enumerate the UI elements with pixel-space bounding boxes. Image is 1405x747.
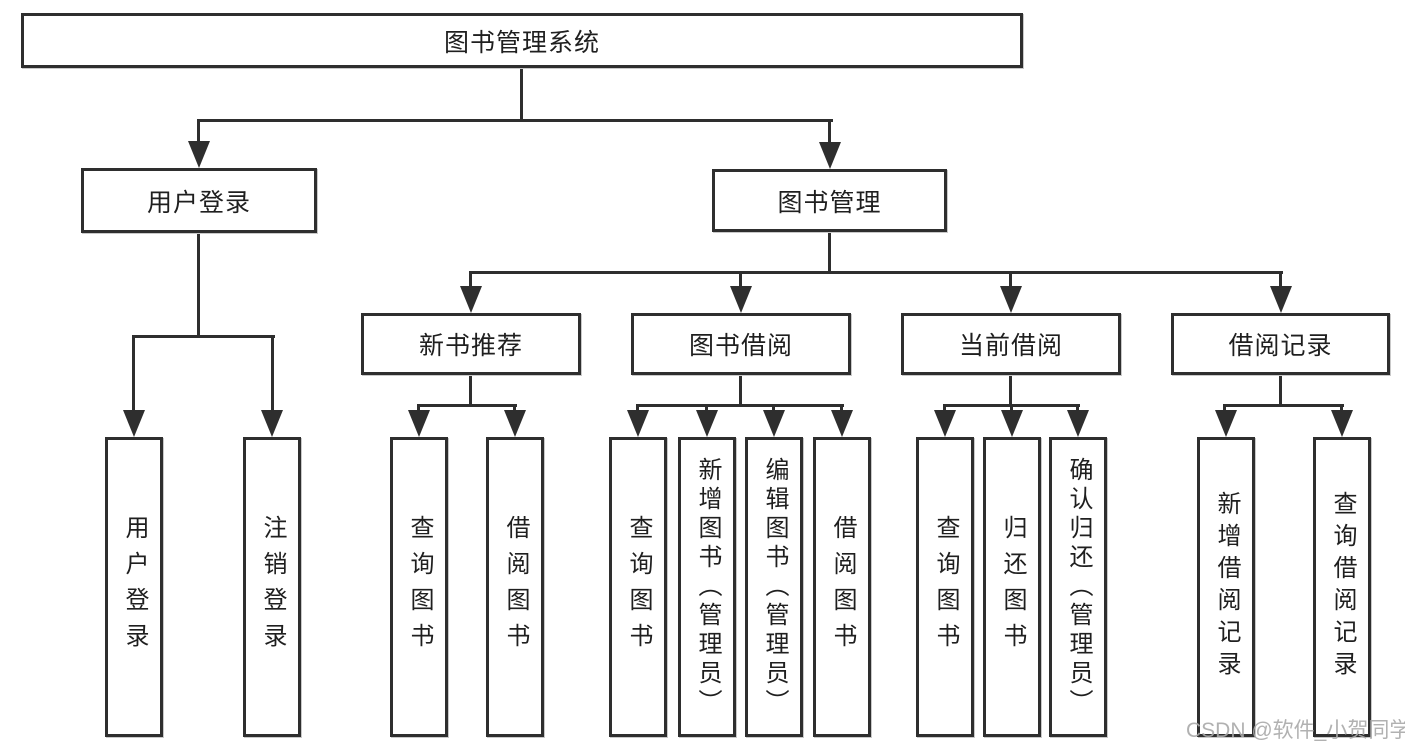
arrow-down-icon: [188, 141, 210, 168]
node-borrow-records-label: 借阅记录: [1228, 332, 1333, 360]
leaf-add-borrow-record: 新增借阅记录: [1197, 437, 1255, 737]
leaf-label: 查询借阅记录: [1329, 491, 1356, 683]
leaf-add-book-admin: 新增图书（管理员）: [678, 437, 736, 737]
leaf-label: 借阅图书: [502, 515, 529, 659]
connector-g4-drop: [943, 404, 946, 413]
arrow-down-icon: [408, 410, 430, 437]
leaf-label: 查询图书: [932, 515, 959, 659]
arrow-down-icon: [1270, 286, 1292, 313]
node-borrow-records: 借阅记录: [1171, 313, 1390, 375]
node-book-management: 图书管理: [712, 169, 947, 232]
arrow-down-icon: [460, 286, 482, 313]
arrow-down-icon: [504, 410, 526, 437]
arrow-down-icon: [763, 410, 785, 437]
connector-g1-hline: [132, 335, 275, 338]
leaf-label: 新增借阅记录: [1213, 491, 1240, 683]
node-current-borrow: 当前借阅: [901, 313, 1121, 375]
leaf-label: 查询图书: [625, 515, 652, 659]
connector-l3-drop: [1279, 271, 1282, 288]
leaf-query-books: 查询图书: [916, 437, 974, 737]
connector-g5-drop: [1340, 404, 1343, 413]
connector-g4-drop: [1076, 404, 1079, 413]
connector-g3-drop: [636, 404, 639, 413]
arrow-down-icon: [1331, 410, 1353, 437]
connector-g3-hline: [636, 404, 844, 407]
connector-g4-drop: [1010, 404, 1013, 413]
arrow-down-icon: [1001, 410, 1023, 437]
node-new-book-recommend-label: 新书推荐: [418, 332, 523, 360]
node-book-borrow: 图书借阅: [631, 313, 851, 375]
csdn-watermark: CSDN @软件_小贺同学: [1186, 719, 1405, 742]
connector-g2-hline: [417, 404, 517, 407]
node-new-book-recommend: 新书推荐: [361, 313, 581, 375]
connector-bookmgmt-drop: [828, 119, 831, 146]
connector-bookmgmt-stem: [828, 232, 831, 274]
connector-l3-drop: [1009, 271, 1012, 288]
connector-l3-drop: [469, 271, 472, 288]
leaf-logout: 注销登录: [243, 437, 301, 737]
node-book-borrow-label: 图书借阅: [688, 332, 793, 360]
node-book-management-label: 图书管理: [777, 188, 882, 217]
arrow-down-icon: [627, 410, 649, 437]
leaf-edit-book-admin: 编辑图书（管理员）: [745, 437, 803, 737]
node-root: 图书管理系统: [21, 13, 1023, 68]
connector-g3-drop: [772, 404, 775, 413]
connector-g2-drop: [513, 404, 516, 413]
connector-userlogin-stem: [197, 233, 200, 337]
arrow-down-icon: [831, 410, 853, 437]
arrow-down-icon: [934, 410, 956, 437]
arrow-down-icon: [1000, 286, 1022, 313]
leaf-label: 确认归还（管理员）: [1065, 456, 1092, 718]
connector-level2-hline: [197, 119, 833, 122]
leaf-label: 查询图书: [406, 515, 433, 659]
connector-l3-drop: [739, 271, 742, 288]
connector-bookborrow-stem: [739, 375, 742, 407]
connector-records-stem: [1279, 375, 1282, 407]
node-user-login-label: 用户登录: [146, 188, 251, 217]
connector-userlogin-drop: [197, 119, 200, 145]
connector-g5-drop: [1223, 404, 1226, 413]
connector-g3-drop: [705, 404, 708, 413]
leaf-label: 编辑图书（管理员）: [761, 456, 788, 718]
node-current-borrow-label: 当前借阅: [958, 332, 1063, 360]
arrow-down-icon: [819, 142, 841, 169]
leaf-query-books: 查询图书: [609, 437, 667, 737]
arrow-down-icon: [123, 410, 145, 437]
leaf-label: 注销登录: [259, 515, 286, 659]
leaf-query-books: 查询图书: [390, 437, 448, 737]
arrow-down-icon: [1067, 410, 1089, 437]
connector-level3-hline: [469, 271, 1283, 274]
connector-currentborrow-stem: [1009, 375, 1012, 407]
connector-g1-drop: [271, 335, 274, 413]
leaf-user-login: 用户登录: [105, 437, 163, 737]
connector-g5-hline: [1223, 404, 1344, 407]
arrow-down-icon: [1215, 410, 1237, 437]
node-user-login: 用户登录: [81, 168, 317, 233]
leaf-return-books: 归还图书: [983, 437, 1041, 737]
leaf-confirm-return-admin: 确认归还（管理员）: [1049, 437, 1107, 737]
leaf-label: 归还图书: [999, 515, 1026, 659]
leaf-label: 借阅图书: [829, 515, 856, 659]
node-root-label: 图书管理系统: [443, 28, 600, 57]
leaf-query-borrow-record: 查询借阅记录: [1313, 437, 1371, 737]
connector-g3-drop: [840, 404, 843, 413]
arrow-down-icon: [730, 286, 752, 313]
arrow-down-icon: [261, 410, 283, 437]
arrow-down-icon: [696, 410, 718, 437]
leaf-borrow-books: 借阅图书: [486, 437, 544, 737]
connector-g2-drop: [417, 404, 420, 413]
connector-root-stem: [520, 68, 523, 122]
connector-newbooks-stem: [469, 375, 472, 407]
leaf-label: 用户登录: [121, 515, 148, 659]
leaf-borrow-books: 借阅图书: [813, 437, 871, 737]
leaf-label: 新增图书（管理员）: [694, 456, 721, 718]
connector-g1-drop: [132, 335, 135, 413]
